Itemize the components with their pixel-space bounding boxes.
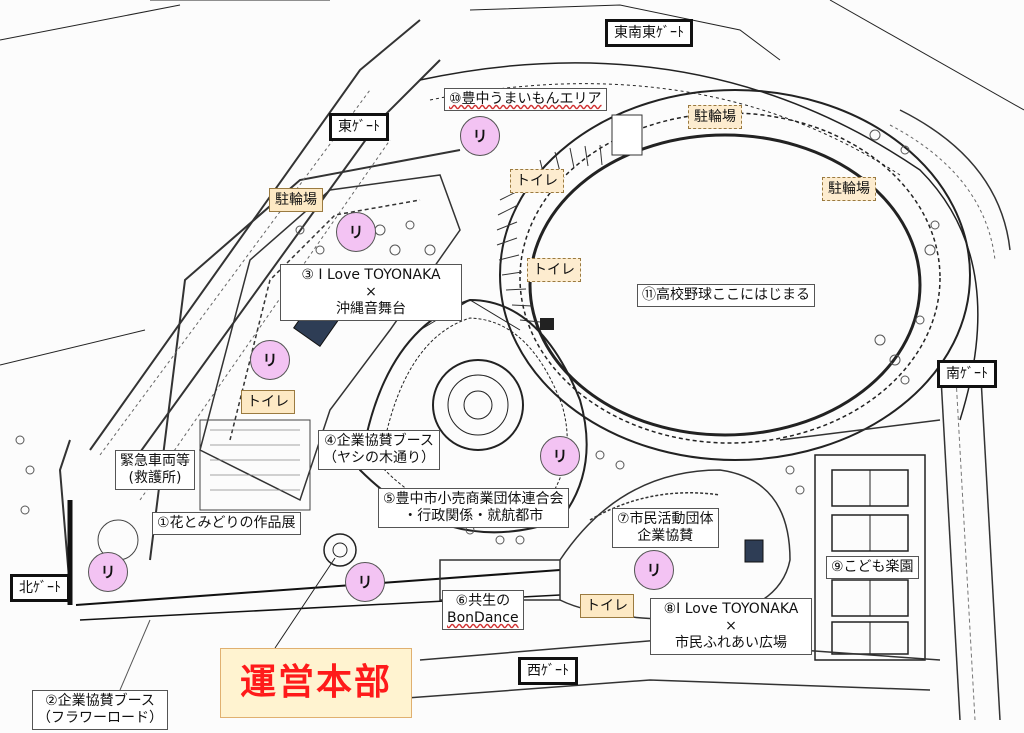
- area-8-line3: 市民ふれあい広場: [675, 635, 787, 651]
- area-4-line1: ④企業協賛ブース: [324, 433, 434, 449]
- area-7-line2: 企業協賛: [637, 528, 694, 544]
- recycle-station-icon: リ: [634, 550, 674, 590]
- toilet-stand-mid: トイレ: [527, 258, 581, 282]
- area-11-high-school-baseball: ⑪高校野球ここにはじまる: [637, 284, 815, 307]
- emergency-line1: 緊急車両等: [120, 453, 190, 469]
- area-10-label: ⑩豊中うまいもんエリア: [449, 91, 602, 107]
- area-2-line1: ②企業協賛ブース: [45, 693, 155, 709]
- area-5-line2: ・行政関係・就航都市: [403, 508, 544, 524]
- area-9-label: ⑨こども楽園: [831, 559, 914, 575]
- area-4-line2: （ヤシの木通り）: [323, 450, 435, 466]
- area-5-retail-federation: ⑤豊中市小売商業団体連合会 ・行政関係・就航都市: [378, 488, 569, 528]
- gate-west: 西ｹﾞｰﾄ: [518, 657, 578, 685]
- toilet-bottom: トイレ: [580, 594, 634, 618]
- area-8-citizen-plaza: ⑧I Love TOYONAKA × 市民ふれあい広場: [650, 598, 812, 655]
- toilet-left: トイレ: [241, 390, 295, 414]
- recycle-station-icon: リ: [540, 436, 580, 476]
- recycle-station-icon: リ: [336, 212, 376, 252]
- bicycle-parking-right: 駐輪場: [822, 177, 876, 201]
- area-3-line2: ×: [365, 284, 377, 300]
- area-6-line2: BonDance: [447, 610, 519, 626]
- area-3-line1: ③ I Love TOYONAKA: [301, 267, 441, 283]
- recycle-station-icon: リ: [345, 562, 385, 602]
- bicycle-parking-top: 駐輪場: [688, 105, 742, 129]
- area-1-flower-exhibit: ①花とみどりの作品展: [152, 512, 301, 535]
- recycle-station-icon: リ: [88, 552, 128, 592]
- operations-headquarters: 運営本部: [220, 648, 412, 718]
- area-4-sponsor-booth: ④企業協賛ブース （ヤシの木通り）: [318, 430, 440, 470]
- bicycle-parking-left: 駐輪場: [269, 188, 323, 212]
- area-2-line2: （フラワーロード）: [37, 710, 163, 726]
- area-3-okinawa-stage: ③ I Love TOYONAKA × 沖縄音舞台: [280, 264, 462, 321]
- area-8-line1: ⑧I Love TOYONAKA: [663, 601, 799, 617]
- area-6-line1: ⑥共生の: [455, 593, 511, 609]
- area-7-citizen-groups: ⑦市民活動団体 企業協賛: [612, 508, 719, 548]
- area-9-kids-paradise: ⑨こども楽園: [826, 556, 919, 579]
- area-5-line1: ⑤豊中市小売商業団体連合会: [383, 491, 564, 507]
- area-10-umaimon: ⑩豊中うまいもんエリア: [444, 88, 607, 111]
- area-11-label: ⑪高校野球ここにはじまる: [642, 287, 810, 303]
- gate-north: 北ｹﾞｰﾄ: [10, 574, 70, 602]
- area-8-line2: ×: [725, 618, 737, 634]
- emergency-line2: (救護所): [128, 470, 182, 486]
- gate-south: 南ｹﾞｰﾄ: [937, 360, 997, 388]
- toilet-stand-top: トイレ: [510, 169, 564, 193]
- recycle-station-icon: リ: [460, 116, 500, 156]
- area-7-line1: ⑦市民活動団体: [617, 511, 714, 527]
- area-1-label: ①花とみどりの作品展: [157, 515, 296, 531]
- area-3-line3: 沖縄音舞台: [336, 301, 406, 317]
- recycle-station-icon: リ: [250, 340, 290, 380]
- emergency-vehicles: 緊急車両等 (救護所): [115, 450, 195, 490]
- gate-east-southeast: 東南東ｹﾞｰﾄ: [605, 19, 693, 47]
- area-2-flower-road: ②企業協賛ブース （フラワーロード）: [32, 690, 168, 730]
- gate-east: 東ｹﾞｰﾄ: [329, 113, 389, 141]
- area-6-bondance: ⑥共生の BonDance: [442, 590, 524, 630]
